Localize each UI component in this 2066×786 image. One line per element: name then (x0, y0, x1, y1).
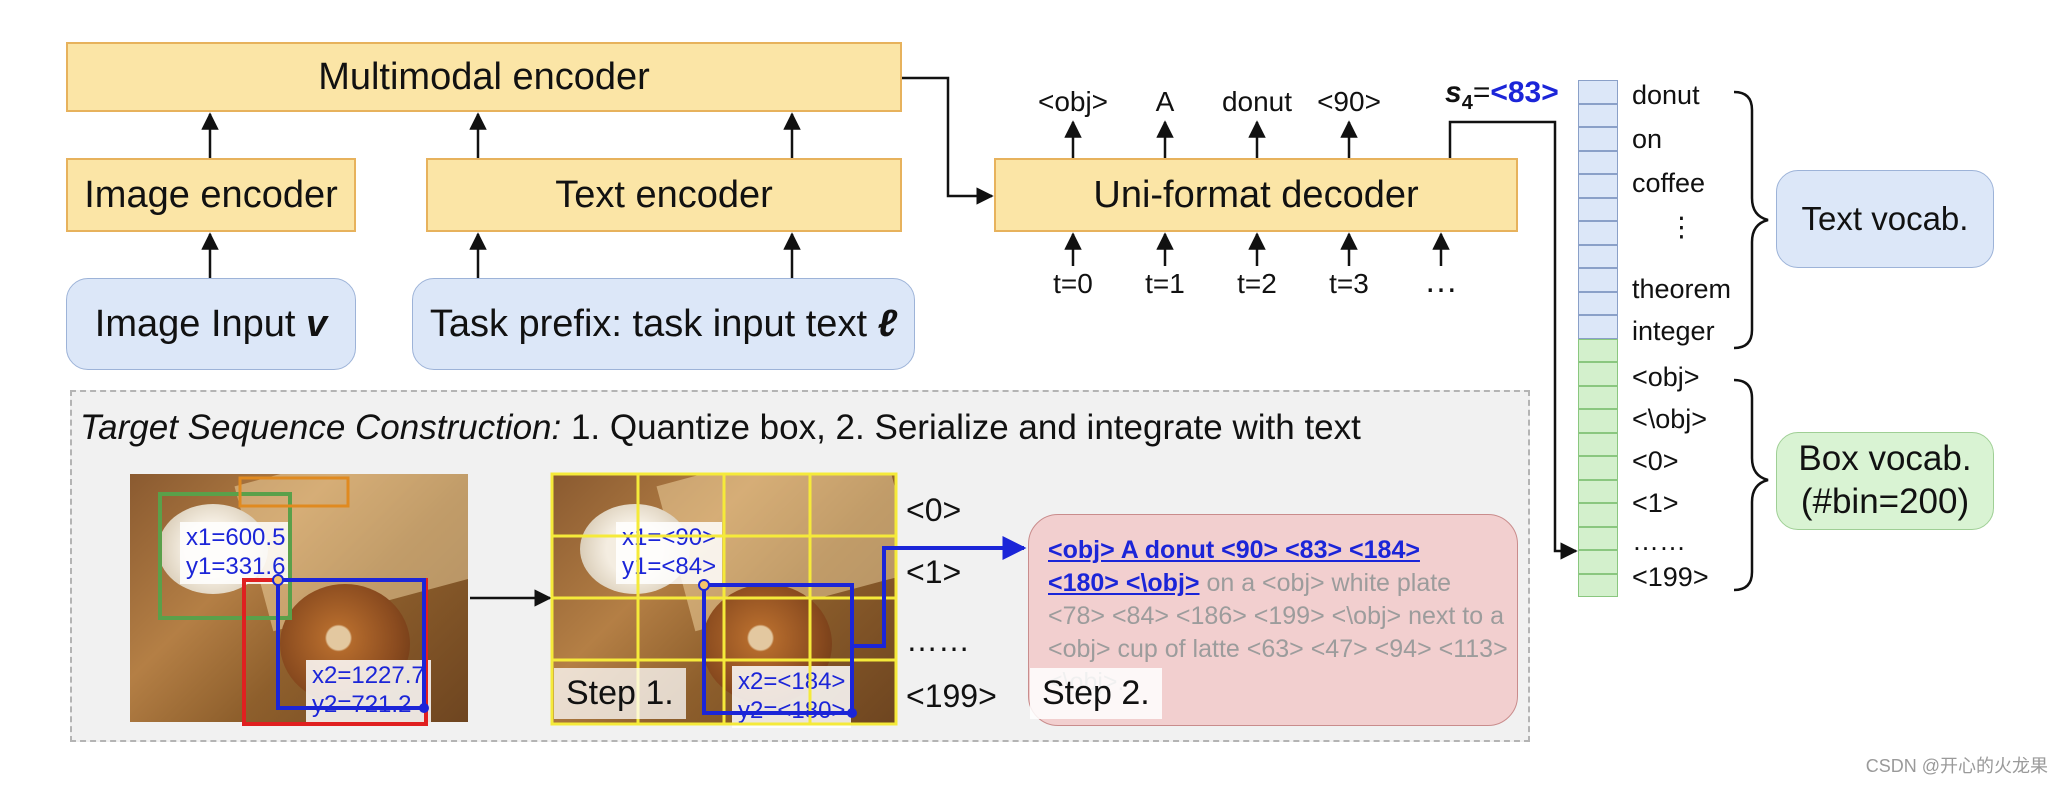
timestep-label: … (1424, 262, 1458, 300)
uni-format-decoder-box: Uni-format decoder (994, 158, 1518, 232)
box-vocab-cell (1578, 479, 1618, 503)
quantized-coord-label-top-left: x1=<90>y1=<84> (616, 522, 723, 584)
step-1-label: Step 1. (554, 668, 686, 719)
bin-label: <199> (906, 678, 997, 714)
target-sequence-title: Target Sequence Construction: 1. Quantiz… (80, 408, 1361, 447)
text-encoder-label: Text encoder (555, 173, 773, 216)
vocabulary-column (1578, 80, 1618, 597)
text-encoder-box: Text encoder (426, 158, 902, 232)
box-vocab-label: Box vocab. (1798, 439, 1972, 479)
box-vocab-box: Box vocab. (#bin=200) (1776, 432, 1994, 530)
decoder-output-token: donut (1221, 86, 1293, 117)
timestep-label: t=1 (1145, 268, 1185, 299)
box-vocab-cell (1578, 362, 1618, 386)
box-vocab-bins: (#bin=200) (1800, 482, 1970, 521)
multimodal-encoder-box: Multimodal encoder (66, 42, 902, 112)
text-vocab-box: Text vocab. (1776, 170, 1994, 268)
timestep-label: t=3 (1329, 268, 1369, 299)
timestep-label: t=0 (1053, 268, 1093, 299)
bin-label: …… (906, 622, 970, 658)
vocab-word: <1> (1632, 488, 1679, 518)
vocab-word: donut (1632, 80, 1700, 110)
image-encoder-label: Image encoder (84, 173, 338, 216)
task-prefix-label: Task prefix: task input text ℓ (429, 302, 898, 345)
bin-label: <0> (906, 492, 962, 528)
box-vocab-cell (1578, 338, 1618, 362)
image-encoder-box: Image encoder (66, 158, 356, 232)
selected-token-label: s4=<83> (1445, 76, 1559, 114)
text-vocab-cell (1578, 221, 1618, 245)
vocab-word: …… (1632, 526, 1686, 556)
text-vocab-label: Text vocab. (1801, 200, 1969, 237)
output-highlight-2: <180> <\obj> (1048, 569, 1200, 597)
text-vocab-cell (1578, 80, 1618, 104)
box-vocab-cell (1578, 573, 1618, 597)
output-highlight-1: <obj> A donut <90> <83> <184> (1048, 536, 1420, 564)
box-vocab-brace (1733, 378, 1769, 592)
decoder-output-token: <90> (1317, 86, 1381, 117)
decoder-output-token: <obj> (1037, 86, 1109, 117)
box-vocab-cell (1578, 456, 1618, 480)
image-input-box: Image Input v (66, 278, 356, 370)
arrow-multimodal-to-decoder (902, 76, 994, 205)
vocab-word: integer (1632, 316, 1715, 346)
text-vocab-brace (1733, 90, 1769, 350)
vocab-word: <0> (1632, 446, 1679, 476)
image-input-label: Image Input v (94, 302, 328, 345)
text-vocab-cell (1578, 174, 1618, 198)
vocab-word: ⋮ (1668, 212, 1695, 242)
quantized-coord-label-bottom-right: x2=<184>y2=<180> (732, 666, 852, 728)
box-vocab-cell (1578, 409, 1618, 433)
vocab-word: <obj> (1632, 362, 1700, 392)
vocab-word: on (1632, 124, 1663, 154)
box-vocab-cell (1578, 432, 1618, 456)
decoder-output-token: A (1155, 86, 1175, 117)
task-prefix-box: Task prefix: task input text ℓ (412, 278, 915, 370)
box-vocab-cell (1578, 550, 1618, 574)
timestep-label: t=2 (1237, 268, 1277, 299)
text-vocab-cell (1578, 103, 1618, 127)
text-vocab-cell (1578, 244, 1618, 268)
uni-format-decoder-label: Uni-format decoder (1093, 173, 1419, 216)
vocab-word: <\obj> (1632, 404, 1708, 434)
text-vocab-cell (1578, 150, 1618, 174)
vocab-word: theorem (1632, 274, 1732, 304)
bin-label: <1> (906, 554, 962, 590)
vocab-word: <199> (1632, 562, 1709, 592)
box-vocab-cell (1578, 503, 1618, 527)
step-2-label: Step 2. (1030, 668, 1162, 719)
watermark: CSDN @开心的火龙果 (1865, 756, 2048, 776)
multimodal-encoder-label: Multimodal encoder (318, 55, 650, 98)
text-vocab-cell (1578, 197, 1618, 221)
text-vocab-cell (1578, 291, 1618, 315)
vocab-word: coffee (1632, 168, 1706, 198)
text-vocab-cell (1578, 127, 1618, 151)
box-vocab-cell (1578, 385, 1618, 409)
text-vocab-cell (1578, 315, 1618, 339)
text-vocab-cell (1578, 268, 1618, 292)
box-vocab-cell (1578, 526, 1618, 550)
